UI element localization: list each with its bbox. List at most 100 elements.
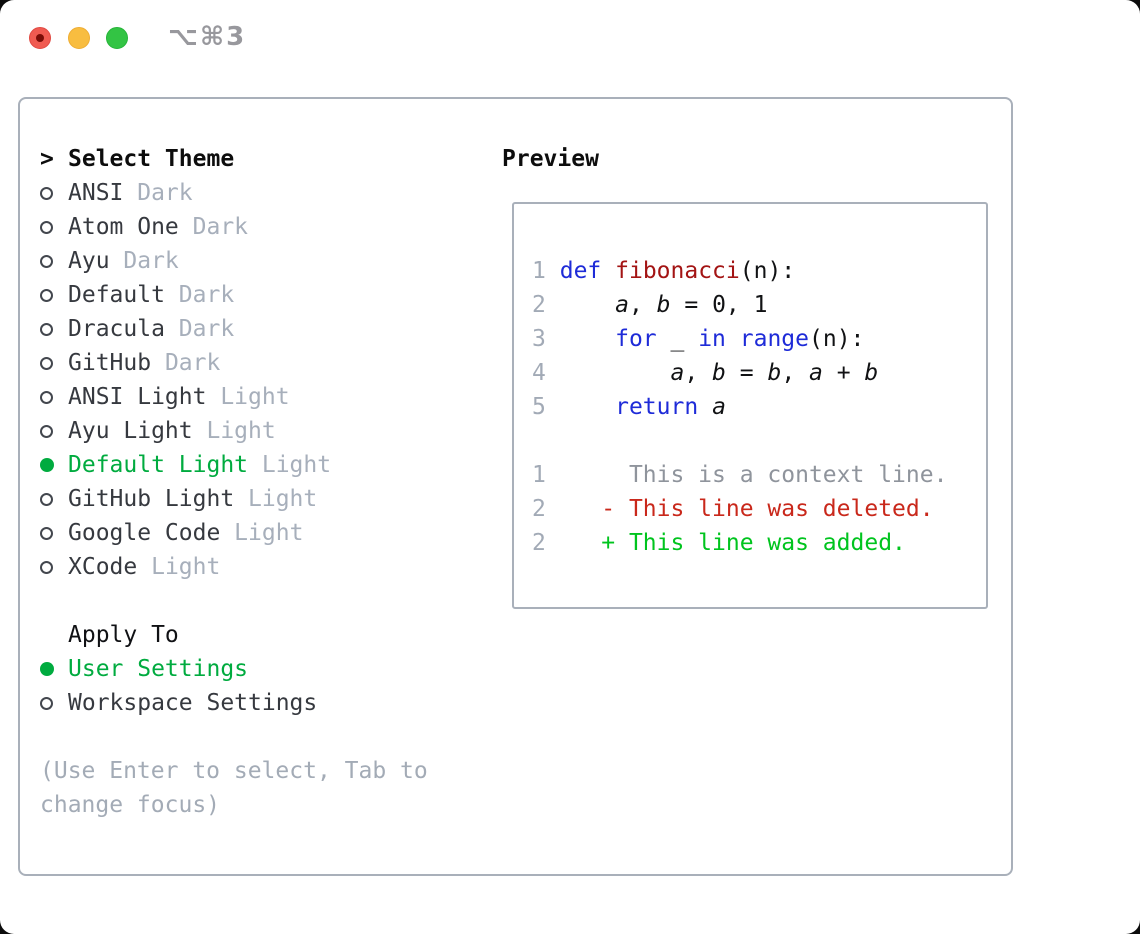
line-number: 2 (532, 292, 546, 318)
apply-option-workspace-settings[interactable]: Workspace Settings (40, 686, 488, 720)
code-segment (546, 496, 601, 522)
radio-icon (40, 356, 53, 370)
code-segment: = (725, 360, 768, 386)
code-segment: (n): (809, 326, 865, 352)
code-segment: b (767, 360, 782, 386)
code-segment (698, 394, 712, 420)
code-segment: , (781, 360, 810, 386)
option-label: ANSI Light (68, 384, 207, 410)
code-segment: = 0, 1 (670, 292, 768, 318)
option-variant-label: Dark (178, 214, 249, 240)
code-segment: _ (656, 326, 699, 352)
code-segment (546, 292, 615, 318)
code-segment (546, 360, 671, 386)
line-number: 5 (532, 394, 546, 420)
close-button[interactable] (29, 27, 51, 49)
radio-icon (40, 424, 53, 438)
focus-caret: > (40, 146, 54, 172)
code-segment: for (615, 326, 657, 352)
spacer (40, 584, 488, 618)
code-segment: range (739, 326, 810, 352)
code-segment: b (656, 292, 671, 318)
minimize-button[interactable] (68, 27, 90, 49)
option-label: Google Code (68, 520, 221, 546)
code-segment: a (670, 360, 685, 386)
theme-option-xcode[interactable]: XCode Light (40, 550, 488, 584)
code-segment: , (628, 292, 657, 318)
preview-code-line: 2 - This line was deleted. (532, 492, 986, 526)
theme-option-ansi-light[interactable]: ANSI Light Light (40, 380, 488, 414)
code-segment (601, 258, 615, 284)
radio-icon (40, 526, 53, 540)
code-segment (726, 326, 740, 352)
code-segment: (n): (739, 258, 796, 284)
radio-icon (40, 390, 53, 404)
preview-title: Preview (502, 146, 599, 172)
theme-option-google-code[interactable]: Google Code Light (40, 516, 488, 550)
theme-menu-header: > Select Theme (40, 142, 488, 176)
option-variant-label: Dark (123, 180, 193, 206)
theme-option-default-light[interactable]: Default Light Light (40, 448, 488, 482)
option-label: ANSI (68, 180, 124, 206)
option-label: GitHub Light (68, 486, 235, 512)
option-label: Atom One (68, 214, 179, 240)
radio-selected-icon (40, 662, 54, 676)
option-label: XCode (68, 554, 138, 580)
theme-option-ayu-light[interactable]: Ayu Light Light (40, 414, 488, 448)
option-label: Dracula (68, 316, 165, 342)
option-label: Default (68, 282, 165, 308)
theme-option-ayu[interactable]: Ayu Dark (40, 244, 488, 278)
preview-code-line: 5 return a (532, 390, 986, 424)
radio-icon (40, 492, 53, 506)
theme-option-github-light[interactable]: GitHub Light Light (40, 482, 488, 516)
code-segment: a (615, 292, 629, 318)
radio-icon (40, 696, 53, 710)
code-segment: This is a context line. (545, 462, 948, 488)
line-number: 2 (532, 530, 546, 556)
preview-code-line (532, 424, 986, 458)
apply-to-header: Apply To (68, 622, 179, 648)
radio-icon (40, 560, 53, 574)
line-number: 1 (532, 462, 546, 488)
code-segment: - This line was deleted. (601, 496, 934, 522)
option-variant-label: Dark (164, 316, 235, 342)
code-segment: a (712, 394, 726, 420)
preview-header: Preview (502, 142, 599, 176)
preview-code-line: 3 for _ in range(n): (532, 322, 986, 356)
code-segment: a (809, 360, 823, 386)
radio-icon (40, 254, 53, 268)
line-number: 4 (532, 360, 546, 386)
code-segment: + This line was added. (601, 530, 906, 556)
titlebar: ⌥⌘3 (0, 0, 1140, 76)
apply-option-user-settings[interactable]: User Settings (40, 652, 488, 686)
option-label: Default Light (68, 452, 249, 478)
radio-icon (40, 186, 53, 200)
option-variant-label: Light (248, 452, 332, 478)
option-variant-label: Light (192, 418, 276, 444)
window-title: ⌥⌘3 (168, 22, 247, 52)
radio-icon (40, 322, 53, 336)
option-variant-label: Dark (151, 350, 221, 376)
radio-selected-icon (40, 458, 54, 472)
theme-option-atom-one[interactable]: Atom One Dark (40, 210, 488, 244)
option-variant-label: Light (234, 486, 318, 512)
theme-option-ansi[interactable]: ANSI Dark (40, 176, 488, 210)
code-segment (546, 394, 615, 420)
code-segment (546, 530, 601, 556)
theme-option-dracula[interactable]: Dracula Dark (40, 312, 488, 346)
theme-option-default[interactable]: Default Dark (40, 278, 488, 312)
option-label: Workspace Settings (68, 690, 318, 716)
zoom-button[interactable] (106, 27, 128, 49)
option-variant-label: Dark (164, 282, 235, 308)
line-number: 1 (532, 258, 546, 284)
radio-icon (40, 220, 53, 234)
theme-option-github[interactable]: GitHub Dark (40, 346, 488, 380)
code-segment: def (559, 258, 602, 284)
code-segment: return (615, 394, 699, 420)
code-segment: b (712, 360, 726, 386)
